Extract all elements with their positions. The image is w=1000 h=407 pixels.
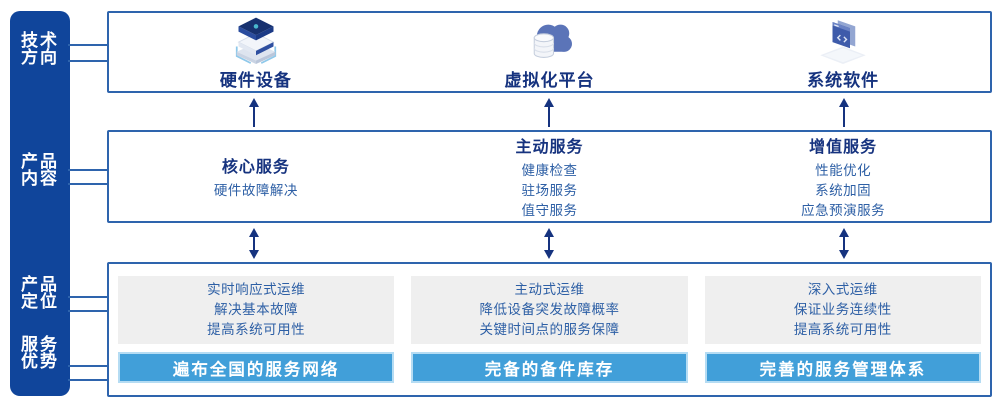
position-line: 提高系统可用性 [793,322,892,338]
code-window-icon [820,20,866,64]
advantage-banner: 遍布全国的服务网络 [118,352,395,383]
service-item: 硬件故障解决 [213,182,298,198]
service-item: 性能优化 [815,162,872,178]
arrow-up-icon [837,98,851,127]
connector-line [68,365,108,367]
sidebar-label-line: 产品 [21,275,59,294]
connector-line [68,44,108,46]
arrow-up-icon [247,98,261,127]
cloud-database-icon [533,24,572,58]
server-stack-icon [235,17,276,64]
sidebar-label-product-position: 产品 定位 [10,276,70,310]
position-line: 关键时间点的服务保障 [479,322,620,338]
sidebar-label-service-advantage: 服务 优势 [10,336,70,370]
position-panel: 实时响应式运维 解决基本故障 提高系统可用性 [118,276,395,345]
service-item: 系统加固 [815,182,872,198]
sidebar-label-line: 内容 [21,169,59,188]
service-item: 值守服务 [521,202,578,218]
sidebar-label-line: 产品 [21,152,59,171]
tech-item-label: 硬件设备 [219,71,292,90]
tech-item-hardware: 硬件设备 [109,13,403,91]
service-column-proactive: 主动服务 健康检查 驻场服务 值守服务 [403,132,697,221]
position-panel: 深入式运维 保证业务连续性 提高系统可用性 [704,276,981,345]
service-title: 核心服务 [221,158,290,176]
tech-item-label: 系统软件 [807,71,880,90]
service-column-core: 核心服务 硬件故障解决 [109,132,403,221]
sidebar-label-product-content: 产品 内容 [10,153,70,187]
sidebar-label-line: 技术 [21,31,59,50]
position-line: 降低设备突发故障概率 [479,302,620,318]
arrow-up-down-icon [542,228,556,259]
service-item: 应急预演服务 [801,202,886,218]
service-column-value-added: 增值服务 性能优化 系统加固 应急预演服务 [696,132,990,221]
sidebar: 技术 方向 产品 内容 产品 定位 服务 优势 [10,11,70,396]
service-title: 增值服务 [809,138,878,156]
sidebar-label-tech-direction: 技术 方向 [10,32,70,66]
product-content-box: 核心服务 硬件故障解决 主动服务 健康检查 驻场服务 值守服务 增值服务 性能优… [107,130,992,223]
connector-line [68,169,108,171]
position-line: 保证业务连续性 [793,302,892,318]
advantage-banner: 完善的服务管理体系 [704,352,981,383]
position-column-realtime: 实时响应式运维 解决基本故障 提高系统可用性 遍布全国的服务网络 [118,276,395,383]
connector-line [68,296,108,298]
service-title: 主动服务 [515,138,584,156]
service-item: 健康检查 [521,162,578,178]
advantage-banner: 完备的备件库存 [411,352,688,383]
position-line: 主动式运维 [514,282,585,298]
arrow-up-down-icon [837,228,851,259]
position-column-proactive: 主动式运维 降低设备突发故障概率 关键时间点的服务保障 完备的备件库存 [411,276,688,383]
position-line: 深入式运维 [807,282,878,298]
tech-item-system-software: 系统软件 [696,13,990,91]
sidebar-label-line: 服务 [21,335,59,354]
connector-line [68,183,108,185]
position-line: 解决基本故障 [214,302,299,318]
sidebar-label-line: 方向 [21,48,59,67]
position-panel: 主动式运维 降低设备突发故障概率 关键时间点的服务保障 [411,276,688,345]
service-item: 驻场服务 [521,182,578,198]
sidebar-label-line: 定位 [21,292,59,311]
connector-line [68,60,108,62]
arrow-up-down-icon [247,228,261,259]
tech-direction-box: 硬件设备 虚拟化平台 [107,11,992,93]
arrow-up-icon [542,98,556,127]
position-column-indepth: 深入式运维 保证业务连续性 提高系统可用性 完善的服务管理体系 [704,276,981,383]
tech-item-virtualization: 虚拟化平台 [403,13,697,91]
connector-line [68,379,108,381]
product-position-box: 实时响应式运维 解决基本故障 提高系统可用性 遍布全国的服务网络 主动式运维 降… [107,262,992,397]
position-line: 提高系统可用性 [207,322,306,338]
tech-item-label: 虚拟化平台 [504,71,595,90]
position-line: 实时响应式运维 [207,282,306,298]
sidebar-label-line: 优势 [21,352,59,371]
connector-line [68,310,108,312]
